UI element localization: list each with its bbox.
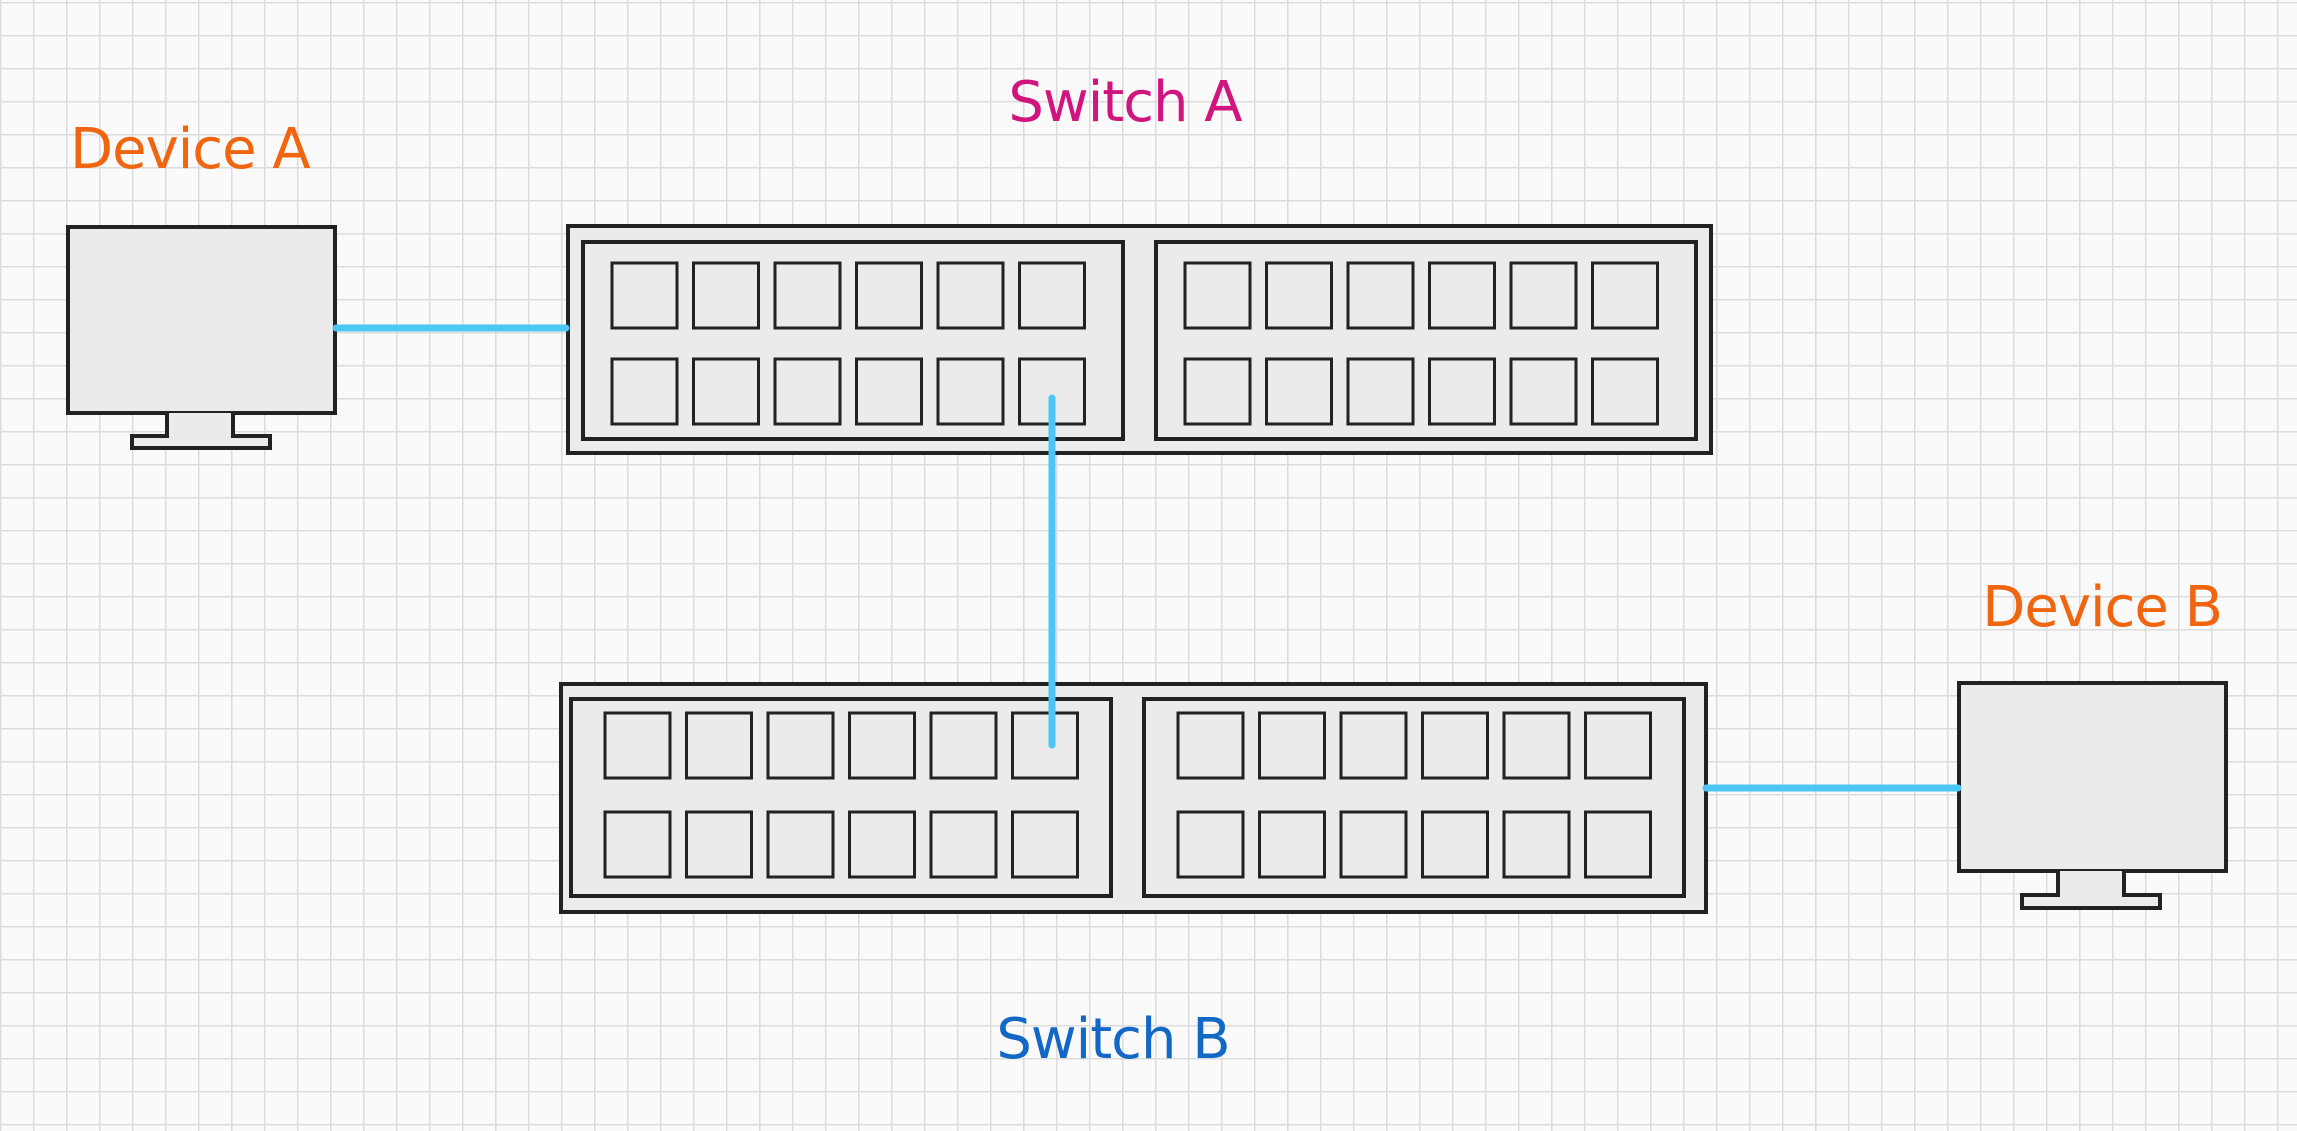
switch-a-port (936, 357, 1005, 426)
switch-a-label: Switch A (1008, 70, 1242, 135)
switch-a-port (1591, 357, 1659, 426)
switch-a-port (773, 357, 842, 426)
device-a-label: Device A (70, 117, 310, 182)
switch-a-port (855, 357, 923, 426)
switch-b-port (1421, 711, 1489, 780)
switch-a-port (936, 261, 1005, 330)
device-a-stand (130, 413, 272, 450)
device-b-stand (2020, 871, 2162, 910)
switch-a-port (1428, 261, 1496, 330)
cables (332, 324, 1962, 792)
switch-a-port (1265, 261, 1333, 330)
switch-a-port (1509, 357, 1578, 426)
switch-b-port (766, 810, 835, 879)
switch-b-port (848, 810, 916, 879)
switch-b-port (1176, 810, 1245, 879)
switch-b-port (603, 711, 672, 780)
monitor-icon (1957, 681, 2228, 910)
switch-a-port (1591, 261, 1659, 330)
switch-b-port (1258, 711, 1326, 780)
switch-b-label: Switch B (996, 1007, 1229, 1072)
switch-a-port (1183, 261, 1252, 330)
switch-b-port (1176, 711, 1245, 780)
switch-a-port (1346, 357, 1415, 426)
switch-a-port (773, 261, 842, 330)
switch-a-port (1018, 261, 1086, 330)
switch-b-port (1502, 810, 1571, 879)
switch-a-port (610, 261, 679, 330)
switch-a-port (1509, 261, 1578, 330)
switch-a-port (692, 261, 760, 330)
switch-a-port (1428, 357, 1496, 426)
switch-b-port (685, 810, 753, 879)
switch-a-port (1265, 357, 1333, 426)
switch-a-port (1346, 261, 1415, 330)
switch-b-port (1584, 810, 1652, 879)
switch-a-port (610, 357, 679, 426)
switch-a-port (692, 357, 760, 426)
device-a-screen (66, 225, 337, 415)
switch-b-port (929, 711, 998, 780)
switch-b-port (1502, 711, 1571, 780)
monitor-icon (66, 225, 337, 450)
device-b-screen (1957, 681, 2228, 873)
switch-a (566, 224, 1713, 455)
switch-b-port (603, 810, 672, 879)
switch-b-port (848, 711, 916, 780)
switch-a-port (855, 261, 923, 330)
switch-a-port (1183, 357, 1252, 426)
device-b-label: Device B (1982, 575, 2222, 640)
switch-b (559, 682, 1708, 914)
switch-b-port (1421, 810, 1489, 879)
switch-b-port (766, 711, 835, 780)
switch-b-port (685, 711, 753, 780)
switch-b-port (1011, 711, 1079, 780)
switch-b-port (1584, 711, 1652, 780)
switch-b-port (1011, 810, 1079, 879)
switch-a-ports (610, 261, 1659, 426)
switch-b-port (1339, 810, 1408, 879)
switch-b-ports (603, 711, 1652, 879)
switch-b-port (1339, 711, 1408, 780)
switch-b-port (929, 810, 998, 879)
switch-b-port (1258, 810, 1326, 879)
